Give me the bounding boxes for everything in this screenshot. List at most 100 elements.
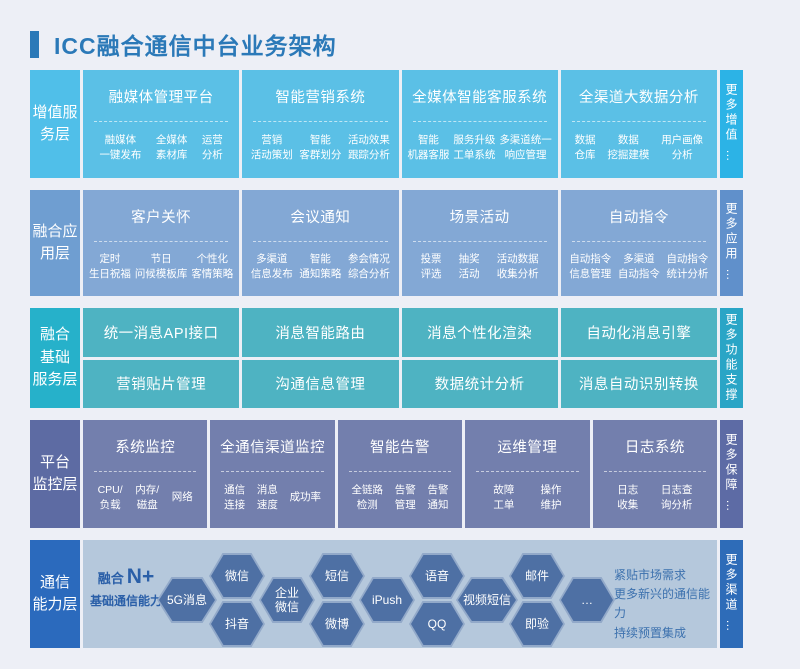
hexagon-ipush: iPush (359, 577, 415, 623)
block-items: 智能 机器客服 服务升级 工单系统 多渠道统一 响应管理 (402, 122, 558, 178)
cell-auto-recognition-convert: 消息自动识别转换 (560, 359, 717, 408)
block-item: 成功率 (289, 491, 322, 504)
block-item: 活动效果 跟踪分析 (347, 133, 390, 161)
block-item: 数据 仓库 (574, 133, 596, 161)
fusion-prefix: 融合 (97, 571, 124, 586)
layer-label-application: 融合应 用层 (30, 190, 80, 296)
block-item: 全链路 检测 (351, 483, 384, 511)
dotted-divider (603, 471, 707, 472)
block-title: 全渠道大数据分析 (578, 90, 699, 106)
block-smart-marketing: 智能营销系统 营销 活动策划 智能 客群划分 活动效果 跟踪分析 (242, 70, 399, 178)
block-item: 投票 评选 (420, 252, 442, 280)
cell-message-smart-routing: 消息智能路由 (242, 308, 399, 357)
block-item: 活动数据 收集分析 (496, 252, 539, 280)
fusion-subtitle: 基础通信能力 (89, 594, 162, 608)
layer-converged-application: 融合应 用层 客户关怀 定时 生日祝福 节日 问候模板库 个性化 客情策略 会议… (30, 190, 743, 296)
dotted-divider (221, 471, 324, 472)
title-accent-bar (30, 30, 39, 58)
block-items: 投票 评选 抽奖 活动 活动数据 收集分析 (402, 242, 558, 296)
dotted-divider (94, 241, 229, 242)
block-item: 日志查 询分析 (660, 483, 693, 511)
block-item: 智能 机器客服 (407, 133, 450, 161)
block-title: 会议通知 (290, 210, 351, 226)
block-item: 日志 收集 (617, 483, 639, 511)
block-title: 智能告警 (370, 440, 431, 456)
cell-auto-message-engine: 自动化消息引擎 (560, 308, 717, 357)
basic-service-row: 统一消息API接口 消息智能路由 消息个性化渲染 自动化消息引擎 (83, 308, 717, 357)
hexagon-qq: QQ (409, 601, 465, 647)
block-title: 运维管理 (497, 440, 558, 456)
block-title: 客户关怀 (131, 210, 192, 226)
block-system-monitor: 系统监控 CPU/ 负载 内存/ 磁盘 网络 (83, 420, 208, 528)
block-items: 通信 连接 消息 速度 成功率 (210, 472, 334, 528)
cell-communication-info-mgmt: 沟通信息管理 (242, 359, 399, 408)
block-items: 数据 仓库 数据 挖掘建模 用户画像 分析 (561, 122, 717, 178)
dotted-divider (412, 121, 547, 122)
block-item: 自动指令 统计分析 (666, 252, 709, 280)
capability-note: 紧贴市场需求 更多新兴的通信能力 持续预置集成 (614, 568, 711, 640)
layer-label-monitoring: 平台 监控层 (30, 420, 80, 528)
block-items: 全链路 检测 告警 管理 告警 通知 (338, 472, 462, 528)
block-item: 消息 速度 (256, 483, 278, 511)
hexagon-douyin: 抖音 (209, 601, 265, 647)
block-item: 智能 客群划分 (299, 133, 342, 161)
block-auto-command: 自动指令 自动指令 信息管理 多渠道 自动指令 自动指令 统计分析 (560, 190, 717, 296)
block-item: 定时 生日祝福 (88, 252, 131, 280)
layer-converged-basic-service: 融合 基础 服务层 统一消息API接口 消息智能路由 消息个性化渲染 自动化消息… (30, 308, 743, 408)
hexagon-video-sms: 视频短信 (456, 577, 518, 623)
block-media-platform: 融媒体管理平台 融媒体 一键发布 全媒体 素材库 运营 分析 (83, 70, 240, 178)
block-bigdata-analysis: 全渠道大数据分析 数据 仓库 数据 挖掘建模 用户画像 分析 (560, 70, 717, 178)
block-item: 服务升级 工单系统 (453, 133, 496, 161)
more-bar-channels: 更多渠道 … (720, 540, 743, 648)
layer-content: 统一消息API接口 消息智能路由 消息个性化渲染 自动化消息引擎 营销贴片管理 … (83, 308, 717, 408)
block-meeting-notice: 会议通知 多渠道 信息发布 智能 通知策略 参会情况 综合分析 (242, 190, 399, 296)
block-item: CPU/ 负载 (97, 483, 123, 511)
hexagon-wechat: 微信 (209, 553, 265, 599)
block-item: 自动指令 信息管理 (569, 252, 612, 280)
block-item: 用户画像 分析 (661, 133, 704, 161)
block-item: 智能 通知策略 (299, 252, 342, 280)
block-log-system: 日志系统 日志 收集 日志查 询分析 (592, 420, 718, 528)
dotted-divider (94, 121, 229, 122)
block-customer-care: 客户关怀 定时 生日祝福 节日 问候模板库 个性化 客情策略 (83, 190, 240, 296)
block-items: 融媒体 一键发布 全媒体 素材库 运营 分析 (83, 122, 239, 178)
block-item: 内存/ 磁盘 (135, 483, 160, 511)
hexagon-wecom: 企业 微信 (259, 577, 315, 623)
block-title: 全媒体智能客服系统 (412, 90, 548, 106)
block-item: 营销 活动策划 (250, 133, 293, 161)
layer-label-basic-service: 融合 基础 服务层 (30, 308, 80, 408)
dotted-divider (94, 471, 197, 472)
more-bar-function-support: 更多功能支撑 (720, 308, 743, 408)
hexagon-weibo: 微博 (309, 601, 365, 647)
block-item: 融媒体 一键发布 (99, 133, 142, 161)
basic-service-row: 营销贴片管理 沟通信息管理 数据统计分析 消息自动识别转换 (83, 359, 717, 408)
block-title: 自动指令 (608, 210, 669, 226)
dotted-divider (571, 121, 706, 122)
fusion-n-plus-text: N+ (126, 565, 155, 588)
block-item: 参会情况 综合分析 (347, 252, 390, 280)
block-items: 故障 工单 操作 维护 (465, 472, 589, 528)
block-ops-management: 运维管理 故障 工单 操作 维护 (465, 420, 590, 528)
block-items: 自动指令 信息管理 多渠道 自动指令 自动指令 统计分析 (561, 242, 717, 296)
layer-label-value-added: 增值服 务层 (30, 70, 80, 178)
cell-personalized-rendering: 消息个性化渲染 (401, 308, 558, 357)
page-title: ICC融合通信中台业务架构 (54, 33, 337, 59)
block-item: 节日 问候模板库 (134, 252, 188, 280)
block-scenario-activity: 场景活动 投票 评选 抽奖 活动 活动数据 收集分析 (401, 190, 558, 296)
block-title: 系统监控 (115, 440, 176, 456)
block-item: 抽奖 活动 (458, 252, 480, 280)
block-item: 告警 管理 (394, 483, 416, 511)
cell-unified-message-api: 统一消息API接口 (83, 308, 240, 357)
block-items: 多渠道 信息发布 智能 通知策略 参会情况 综合分析 (242, 242, 398, 296)
hexagon-sms: 短信 (309, 553, 365, 599)
block-items: 营销 活动策划 智能 客群划分 活动效果 跟踪分析 (242, 122, 398, 178)
block-title: 融媒体管理平台 (108, 90, 214, 106)
dotted-divider (476, 471, 579, 472)
block-items: 定时 生日祝福 节日 问候模板库 个性化 客情策略 (83, 242, 239, 296)
block-title: 全通信渠道监控 (220, 440, 326, 456)
page-header: ICC融合通信中台业务架构 (30, 27, 337, 61)
block-item: 故障 工单 (493, 483, 515, 511)
dotted-divider (412, 241, 547, 242)
